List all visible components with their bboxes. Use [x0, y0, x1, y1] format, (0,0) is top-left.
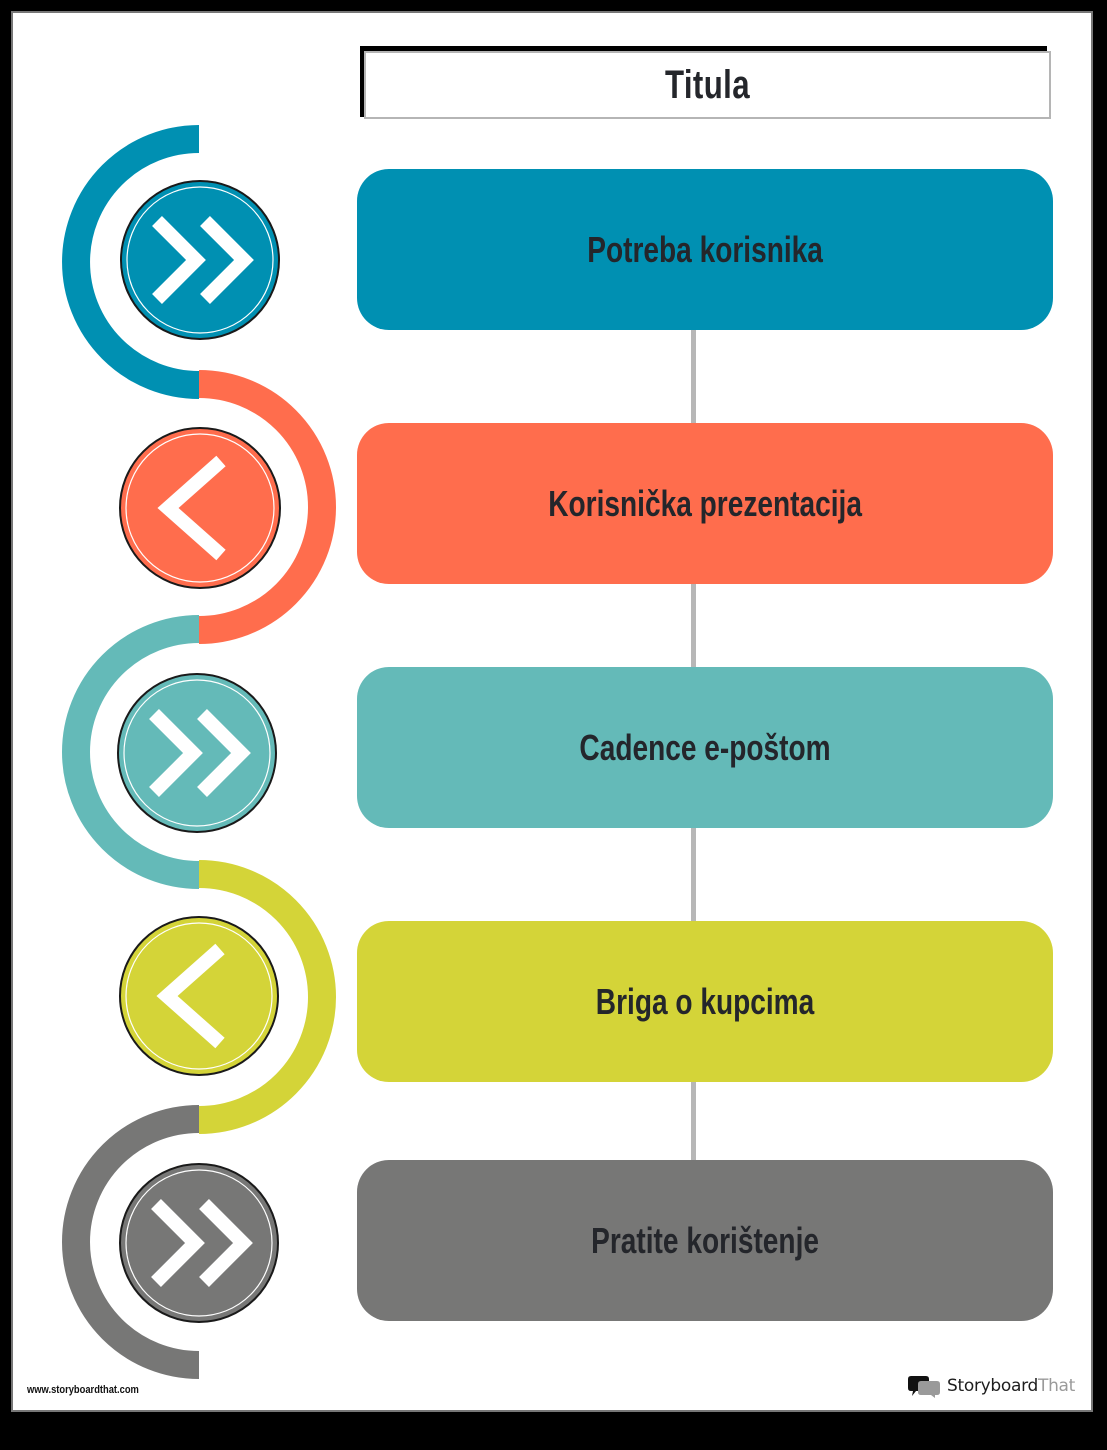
step-label: Korisnička prezentacija — [548, 482, 862, 524]
double-chevron-right-icon — [119, 1163, 279, 1323]
connector-line — [691, 584, 696, 667]
logo-text-primary: Storyboard — [947, 1376, 1038, 1396]
connector-line — [691, 1082, 696, 1160]
arc-2 — [198, 370, 336, 644]
logo-text: StoryboardThat — [947, 1376, 1075, 1396]
page-title: Titula — [665, 62, 750, 107]
connector-line — [691, 330, 696, 423]
step-label: Cadence e-poštom — [579, 726, 831, 768]
title-box[interactable]: Titula — [364, 51, 1051, 119]
step-card-4[interactable]: Briga o kupcima — [357, 921, 1053, 1082]
step-card-3[interactable]: Cadence e-poštom — [357, 667, 1053, 828]
title-shadow — [360, 46, 1047, 117]
footer-url[interactable]: www.storyboardthat.com — [27, 1384, 139, 1396]
arc-1 — [62, 125, 200, 399]
arc-4 — [198, 860, 336, 1134]
step-label: Briga o kupcima — [595, 980, 815, 1022]
connector-line — [691, 828, 696, 922]
step-card-2[interactable]: Korisnička prezentacija — [357, 423, 1053, 584]
double-chevron-right-icon — [120, 180, 280, 340]
logo-text-secondary: That — [1038, 1376, 1076, 1396]
step-card-1[interactable]: Potreba korisnika — [357, 169, 1053, 330]
arc-3 — [62, 615, 200, 889]
arc-5 — [62, 1105, 200, 1379]
double-chevron-right-icon — [117, 673, 277, 833]
chevron-left-icon — [119, 916, 279, 1076]
chevron-left-icon — [119, 427, 281, 589]
step-label: Potreba korisnika — [587, 228, 823, 270]
step-label: Pratite korištenje — [591, 1219, 819, 1261]
step-card-5[interactable]: Pratite korištenje — [357, 1160, 1053, 1321]
speech-bubbles-icon — [908, 1376, 940, 1398]
storyboardthat-logo[interactable]: StoryboardThat — [908, 1373, 1075, 1399]
